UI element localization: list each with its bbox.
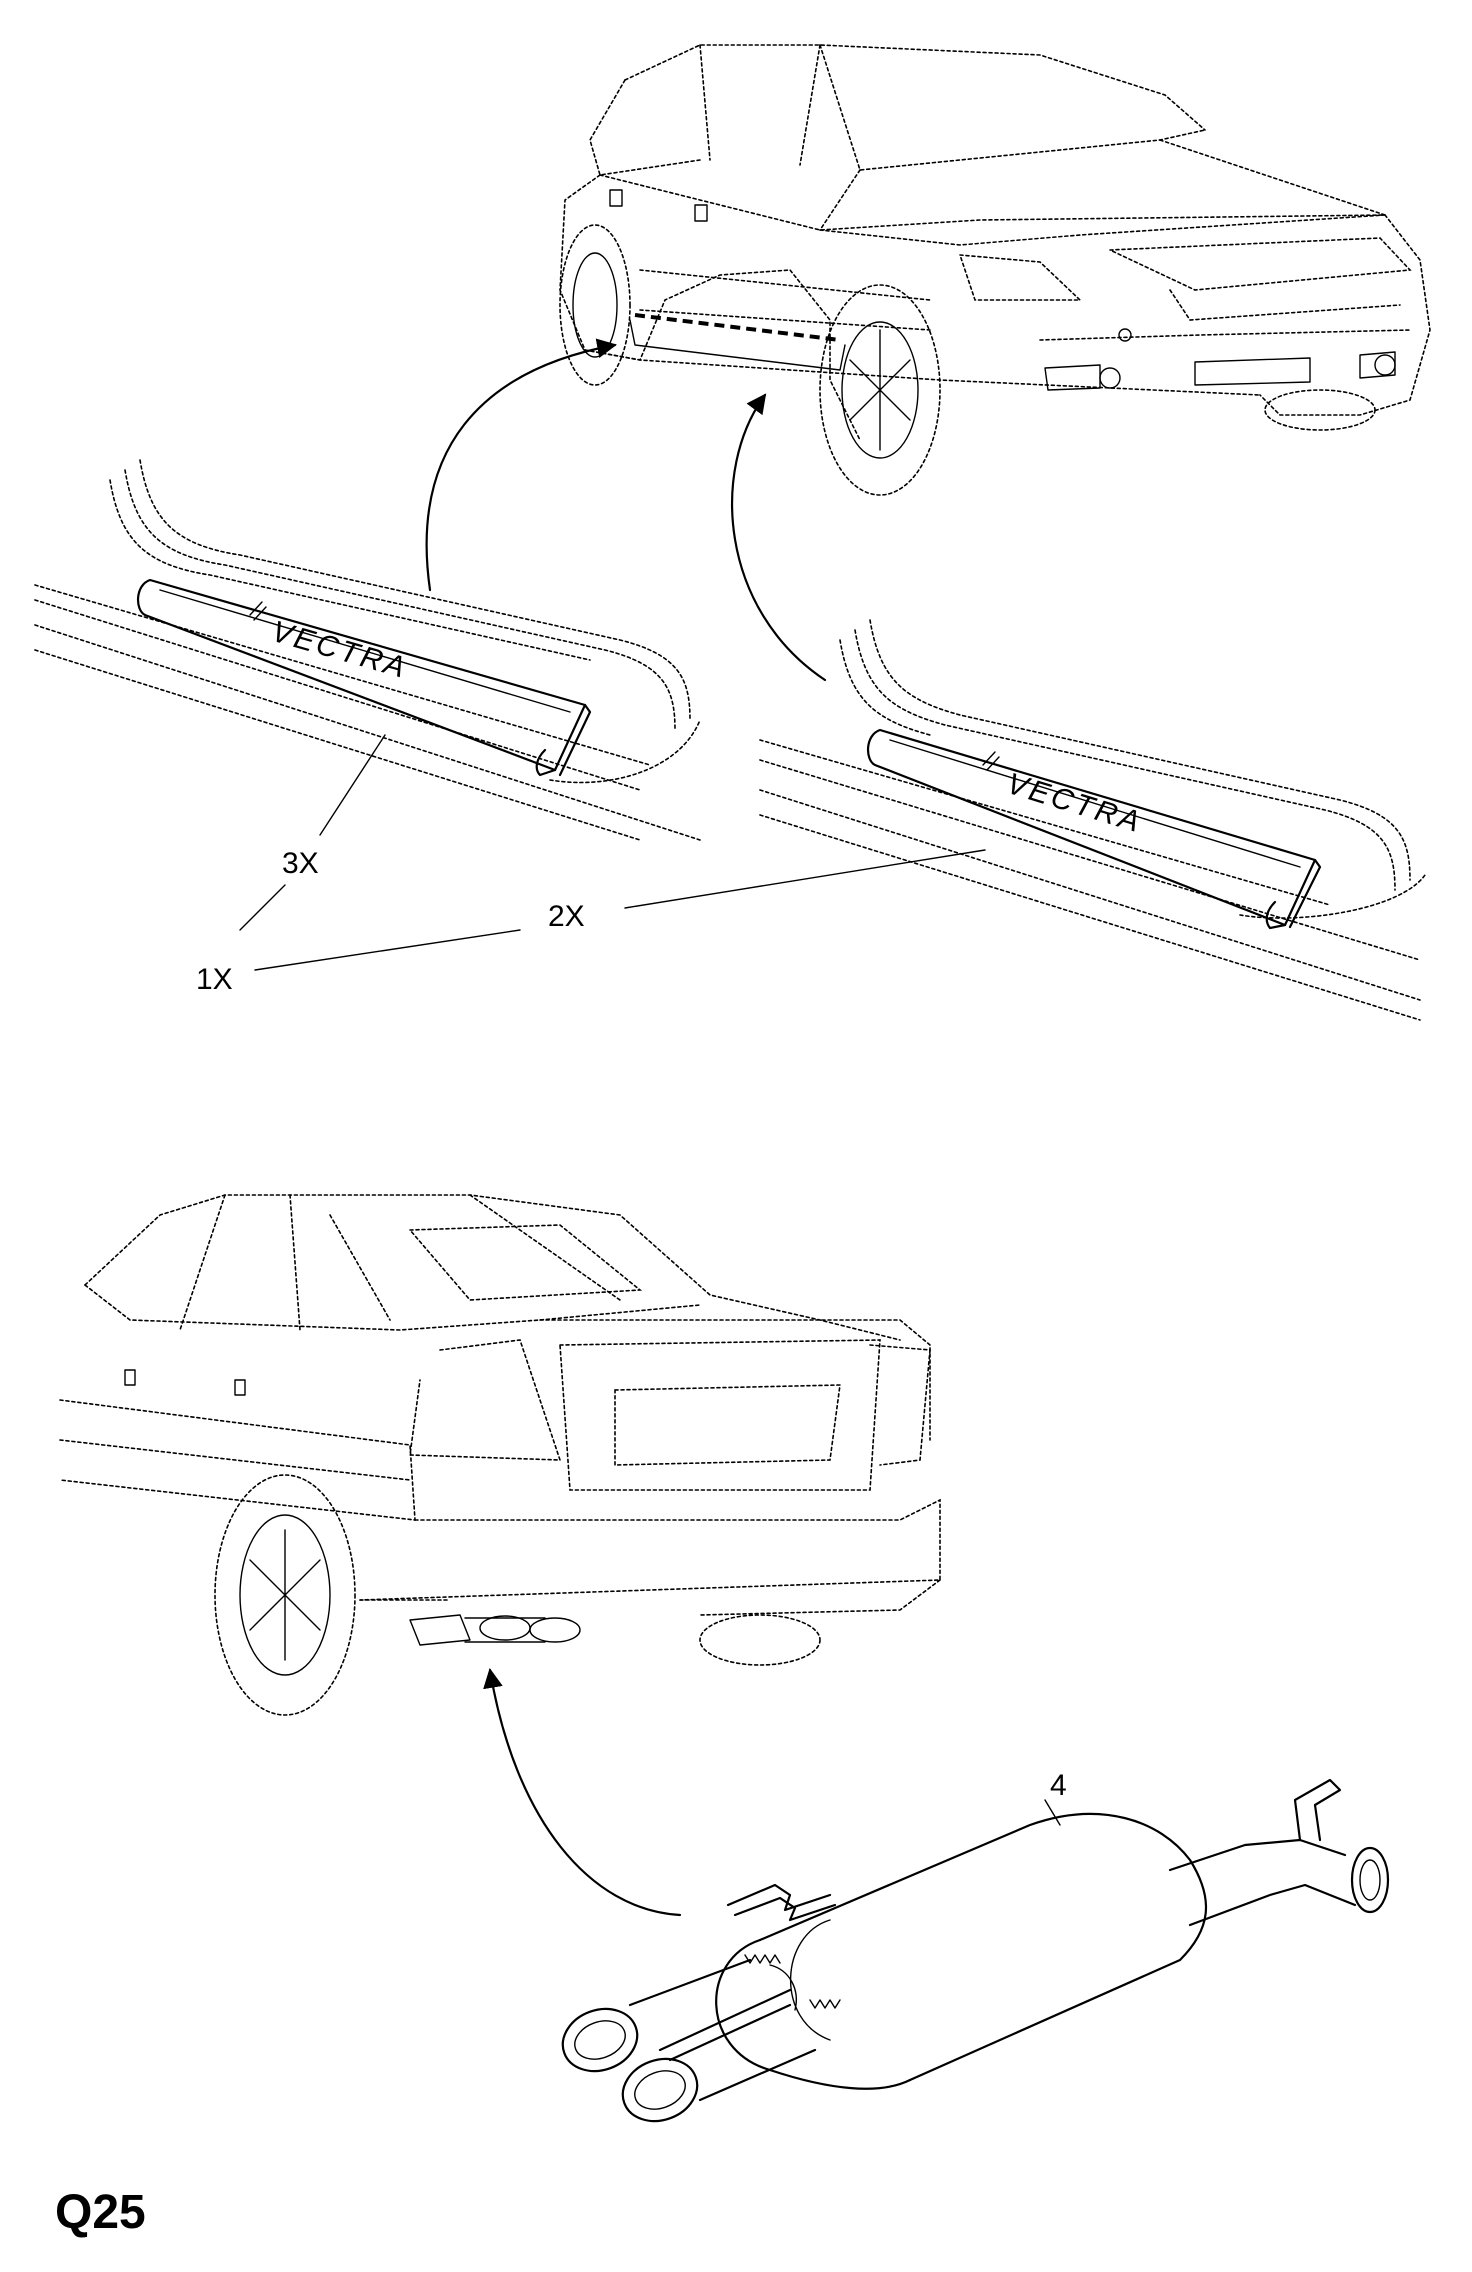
front-car-illustration bbox=[559, 44, 1431, 496]
muffler-arrow bbox=[483, 1668, 682, 1917]
right-sill-plate: VECTRA bbox=[867, 728, 1322, 930]
leader-2x bbox=[624, 849, 986, 909]
leader-3x bbox=[319, 734, 386, 836]
right-plate-arrow bbox=[731, 393, 827, 682]
right-plate-text: VECTRA bbox=[1003, 767, 1146, 839]
label-3x: 3X bbox=[282, 847, 319, 880]
rear-car-illustration bbox=[59, 1194, 941, 1716]
label-4: 4 bbox=[1050, 1769, 1067, 1802]
muffler-assembly bbox=[561, 1778, 1390, 2123]
label-2x: 2X bbox=[548, 900, 585, 933]
figure-code: Q25 bbox=[55, 2186, 146, 2239]
leader-1x-3x bbox=[239, 884, 286, 931]
leader-4 bbox=[1044, 1799, 1061, 1826]
label-1x: 1X bbox=[196, 963, 233, 996]
leader-1x-2x bbox=[254, 929, 521, 971]
left-plate-arrow bbox=[425, 338, 617, 592]
